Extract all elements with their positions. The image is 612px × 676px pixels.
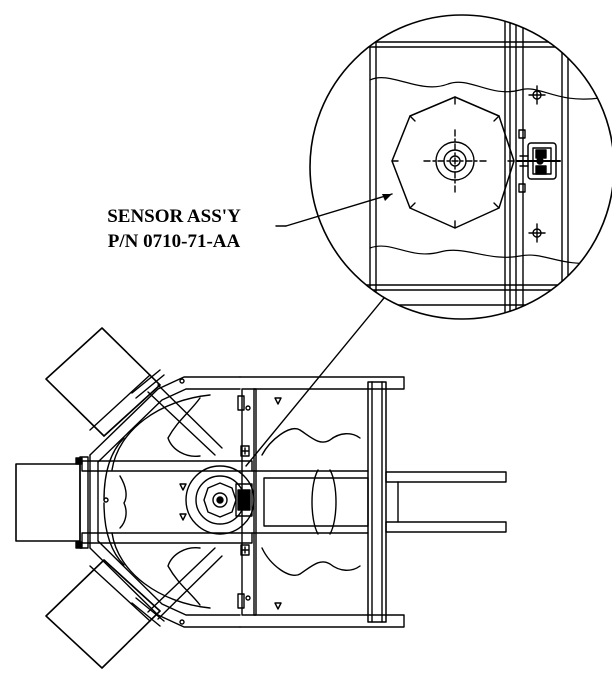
bolt-upper (528, 85, 546, 105)
sensor-assembly (235, 445, 253, 556)
callout-leader (275, 193, 393, 227)
housing (89, 376, 241, 628)
callout-line-2: P/N 0710-71-AA (107, 231, 241, 252)
detail-view (309, 14, 612, 320)
motor-top-left (45, 327, 165, 437)
callout-line-1: SENSOR ASS'Y (107, 206, 241, 227)
hub (435, 141, 475, 181)
shaft-beams (81, 460, 507, 544)
sensor-assembly-detail (516, 142, 561, 180)
detail-connector (245, 297, 385, 467)
frame-rails (237, 376, 405, 628)
frame-markers (179, 397, 282, 610)
sensor-callout-label: SENSOR ASS'Y P/N 0710-71-AA (64, 204, 284, 254)
rotor-arms (103, 394, 361, 609)
overall-view (15, 327, 507, 669)
motor-left (15, 456, 89, 549)
detail-circle (309, 14, 612, 320)
bolt-lower (528, 223, 546, 243)
motor-bottom-left (45, 559, 165, 669)
